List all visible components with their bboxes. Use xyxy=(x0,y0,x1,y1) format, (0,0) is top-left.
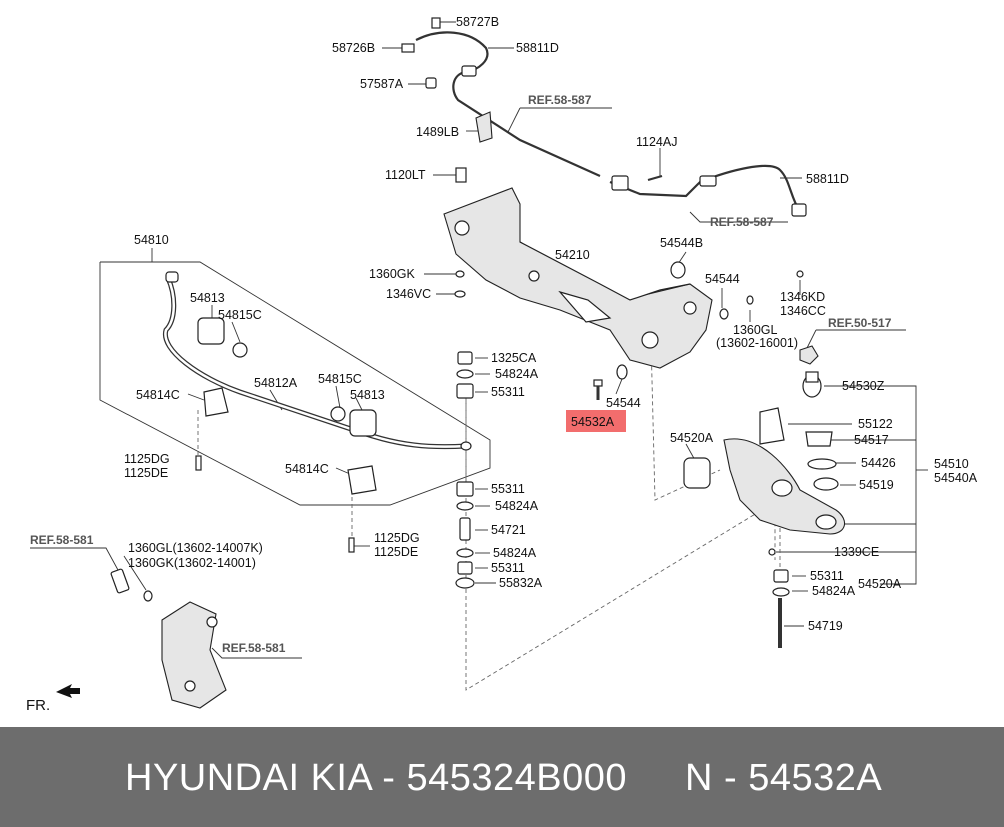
diagram-canvas: 58727B 58726B 58811D 57587A REF.58-587 1… xyxy=(26,15,978,714)
label-1346CC: 1346CC xyxy=(780,304,826,318)
crossmember-54210 xyxy=(443,167,819,369)
part-labels: 58727B 58726B 58811D 57587A REF.58-587 1… xyxy=(26,15,978,714)
label-54814C-a: 54814C xyxy=(136,388,180,402)
label-1120LT: 1120LT xyxy=(385,168,426,182)
footer-brand-partnumber: HYUNDAI KIA - 545324B000 xyxy=(125,757,628,799)
caliper-bracket xyxy=(110,568,227,709)
label-1125DE-a: 1125DE xyxy=(124,466,168,480)
label-ref58587-mid: REF.58-587 xyxy=(710,215,774,229)
label-54540A: 54540A xyxy=(934,471,978,485)
brake-hose-right xyxy=(609,164,807,217)
bolt-54532A xyxy=(593,364,628,400)
label-1339CE: 1339CE xyxy=(834,545,879,559)
label-54824A-4: 54824A xyxy=(812,584,856,598)
label-1125DE-b: 1125DE xyxy=(374,545,418,559)
label-ref50517: REF.50-517 xyxy=(828,316,892,330)
brake-hose-top xyxy=(401,17,601,178)
label-54510: 54510 xyxy=(934,457,969,471)
label-1125DG-a: 1125DG xyxy=(124,452,170,466)
label-58811D-right: 58811D xyxy=(806,172,849,186)
label-1360GL: 1360GL xyxy=(733,323,778,337)
label-54530Z: 54530Z xyxy=(842,379,885,393)
label-54544-a: 54544 xyxy=(705,272,740,286)
label-1125DG-b: 1125DG xyxy=(374,531,420,545)
label-55311-4: 55311 xyxy=(810,569,844,583)
label-1360GK: 1360GK xyxy=(369,267,416,281)
label-1360GK-b: 1360GK(13602-14001) xyxy=(128,556,256,570)
label-54544-b: 54544 xyxy=(606,396,641,410)
label-54812A: 54812A xyxy=(254,376,298,390)
label-54519: 54519 xyxy=(859,478,894,492)
label-58727B: 58727B xyxy=(456,15,499,29)
label-13602-16001: (13602-16001) xyxy=(716,336,798,350)
label-54813-b: 54813 xyxy=(350,388,385,402)
footer-ref-number: N - 54532A xyxy=(685,757,883,799)
label-54815C-b: 54815C xyxy=(318,372,362,386)
label-54544B: 54544B xyxy=(660,236,703,250)
front-arrow-icon xyxy=(56,684,80,698)
label-54426: 54426 xyxy=(861,456,896,470)
label-58726B: 58726B xyxy=(332,41,375,55)
label-54824A-3: 54824A xyxy=(493,546,537,560)
label-55311-3: 55311 xyxy=(491,561,525,575)
label-54721: 54721 xyxy=(491,523,526,537)
label-54813-a: 54813 xyxy=(190,291,225,305)
label-1124AJ: 1124AJ xyxy=(636,135,677,149)
label-54520A-a: 54520A xyxy=(670,431,714,445)
label-55311-1: 55311 xyxy=(491,385,525,399)
label-1346VC: 1346VC xyxy=(386,287,431,301)
label-54210: 54210 xyxy=(555,248,590,262)
leader-lines xyxy=(30,21,928,691)
label-55311-2: 55311 xyxy=(491,482,525,496)
label-54824A-1: 54824A xyxy=(495,367,539,381)
highlight-box xyxy=(566,410,626,432)
label-54810: 54810 xyxy=(134,233,169,247)
label-54520A-b: 54520A xyxy=(858,577,902,591)
label-front: FR. xyxy=(26,697,50,714)
part-number-footer: HYUNDAI KIA - 545324B000 N - 54532A xyxy=(0,727,1004,827)
label-54815C-a: 54815C xyxy=(218,308,262,322)
label-ref58581-b: REF.58-581 xyxy=(222,641,286,655)
label-1489LB: 1489LB xyxy=(416,125,459,139)
label-1325CA: 1325CA xyxy=(491,351,537,365)
label-54719: 54719 xyxy=(808,619,843,633)
stabilizer-bar-54810 xyxy=(162,271,472,553)
label-ref58587-top: REF.58-587 xyxy=(528,93,592,107)
label-55122: 55122 xyxy=(858,417,893,431)
lower-arm-54510 xyxy=(683,371,846,648)
label-55832A: 55832A xyxy=(499,576,543,590)
label-54824A-2: 54824A xyxy=(495,499,539,513)
label-1360GL-b: 1360GL(13602-14007K) xyxy=(128,541,263,555)
bushing-stack xyxy=(455,351,475,589)
label-54814C-b: 54814C xyxy=(285,462,329,476)
label-54532A-highlighted: 54532A xyxy=(571,415,615,429)
label-ref58581-a: REF.58-581 xyxy=(30,533,94,547)
label-1346KD: 1346KD xyxy=(780,290,825,304)
label-54517: 54517 xyxy=(854,433,889,447)
label-57587A: 57587A xyxy=(360,77,404,91)
label-58811D-top: 58811D xyxy=(516,41,559,55)
